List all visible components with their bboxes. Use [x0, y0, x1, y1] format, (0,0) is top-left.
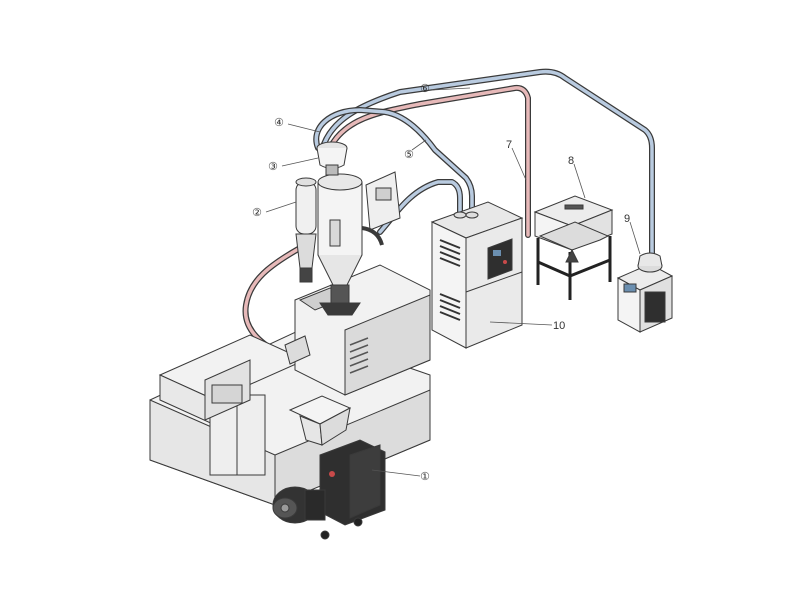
callout-9: 9: [624, 213, 630, 225]
vacuum-loader: [616, 252, 674, 333]
callout-5: ⑤: [404, 148, 414, 161]
callout-3: ③: [268, 160, 278, 173]
callout-6: ⑥: [420, 82, 430, 95]
callout-labels: ① ② ③ ④ ⑤ ⑥ 7 8 9 10: [252, 82, 630, 483]
callout-10: 10: [553, 320, 565, 332]
callout-2: ②: [252, 206, 262, 219]
drying-hopper: [295, 171, 401, 316]
material-storage-bin: [533, 195, 614, 300]
callout-8: 8: [568, 155, 574, 167]
dehumidifying-dryer: [430, 201, 524, 349]
callout-1: ①: [420, 470, 430, 483]
granulator: [272, 395, 386, 540]
callout-7: 7: [506, 139, 512, 151]
leader-lines: [265, 87, 641, 477]
injection-molding-machine: [149, 264, 431, 506]
vacuum-receiver: [316, 141, 348, 176]
callout-4: ④: [274, 116, 284, 129]
